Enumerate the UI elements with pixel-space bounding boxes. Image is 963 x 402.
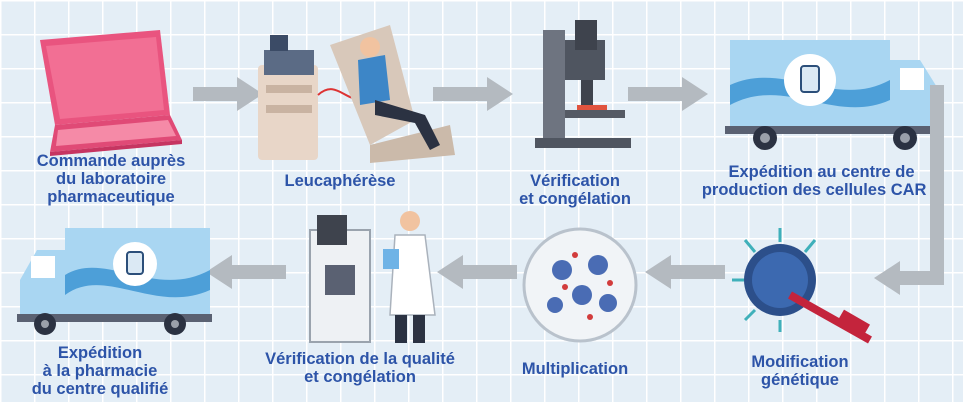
label-line: Modification bbox=[751, 353, 849, 371]
step-order-label: Commande auprès du laboratoire pharmaceu… bbox=[0, 152, 222, 206]
label-line: Vérification bbox=[530, 172, 620, 190]
step-verification-freezing: Vérification et congélation bbox=[490, 0, 660, 220]
delivery-truck-icon bbox=[725, 40, 943, 150]
arrow-right-icon bbox=[628, 77, 708, 111]
step-quality-check-label: Vérification de la qualité et congélatio… bbox=[240, 350, 480, 386]
apheresis-machine-icon bbox=[258, 25, 455, 163]
step-shipping-pharmacy-label: Expédition à la pharmacie du centre qual… bbox=[0, 344, 200, 398]
label-line: Leucaphérèse bbox=[284, 172, 396, 190]
label-line: Vérification de la qualité bbox=[265, 350, 455, 368]
label-line: du laboratoire bbox=[55, 170, 166, 188]
arrow-right-icon bbox=[193, 77, 263, 111]
arrow-right-icon bbox=[433, 77, 513, 111]
quality-check-icon bbox=[309, 211, 436, 343]
label-line: Expédition au centre de bbox=[728, 163, 915, 181]
label-line: pharmaceutique bbox=[47, 188, 175, 206]
microscope-icon bbox=[535, 20, 631, 148]
gene-modification-icon bbox=[732, 228, 872, 344]
step-shipping-production: Expédition au centre de production des c… bbox=[680, 0, 963, 220]
step-shipping-pharmacy: Expédition à la pharmacie du centre qual… bbox=[0, 210, 230, 402]
cell-multiplication-icon bbox=[522, 227, 638, 343]
arrow-left-icon bbox=[206, 255, 286, 289]
label-line: Expédition bbox=[57, 344, 143, 362]
label-line: du centre qualifié bbox=[31, 380, 169, 398]
step-shipping-production-label: Expédition au centre de production des c… bbox=[680, 163, 963, 199]
label-line: Multiplication bbox=[521, 360, 629, 378]
arrow-down-left-icon bbox=[874, 85, 944, 295]
step-genetic-modification: Modification génétique bbox=[700, 210, 900, 402]
step-quality-check: Vérification de la qualité et congélatio… bbox=[240, 200, 480, 402]
label-line: Commande auprès bbox=[36, 152, 186, 170]
arrow-left-icon bbox=[437, 255, 517, 289]
step-multiplication: Multiplication bbox=[490, 210, 660, 402]
arrow-left-icon bbox=[645, 255, 725, 289]
step-verification-freezing-label: Vérification et congélation bbox=[490, 172, 660, 208]
label-line: production des cellules CAR T bbox=[701, 181, 942, 199]
label-line: génétique bbox=[761, 371, 839, 389]
step-genetic-modification-label: Modification génétique bbox=[700, 353, 900, 389]
label-line: et congélation bbox=[304, 368, 416, 386]
step-order: Commande auprès du laboratoire pharmaceu… bbox=[0, 0, 200, 220]
delivery-truck-icon bbox=[17, 228, 212, 335]
label-line: et congélation bbox=[519, 190, 631, 208]
step-leukapheresis: Leucaphérèse bbox=[250, 0, 460, 200]
step-leukapheresis-label: Leucaphérèse bbox=[250, 172, 430, 190]
step-multiplication-label: Multiplication bbox=[490, 360, 660, 378]
label-line: à la pharmacie bbox=[42, 362, 158, 380]
laptop-icon bbox=[40, 30, 182, 156]
